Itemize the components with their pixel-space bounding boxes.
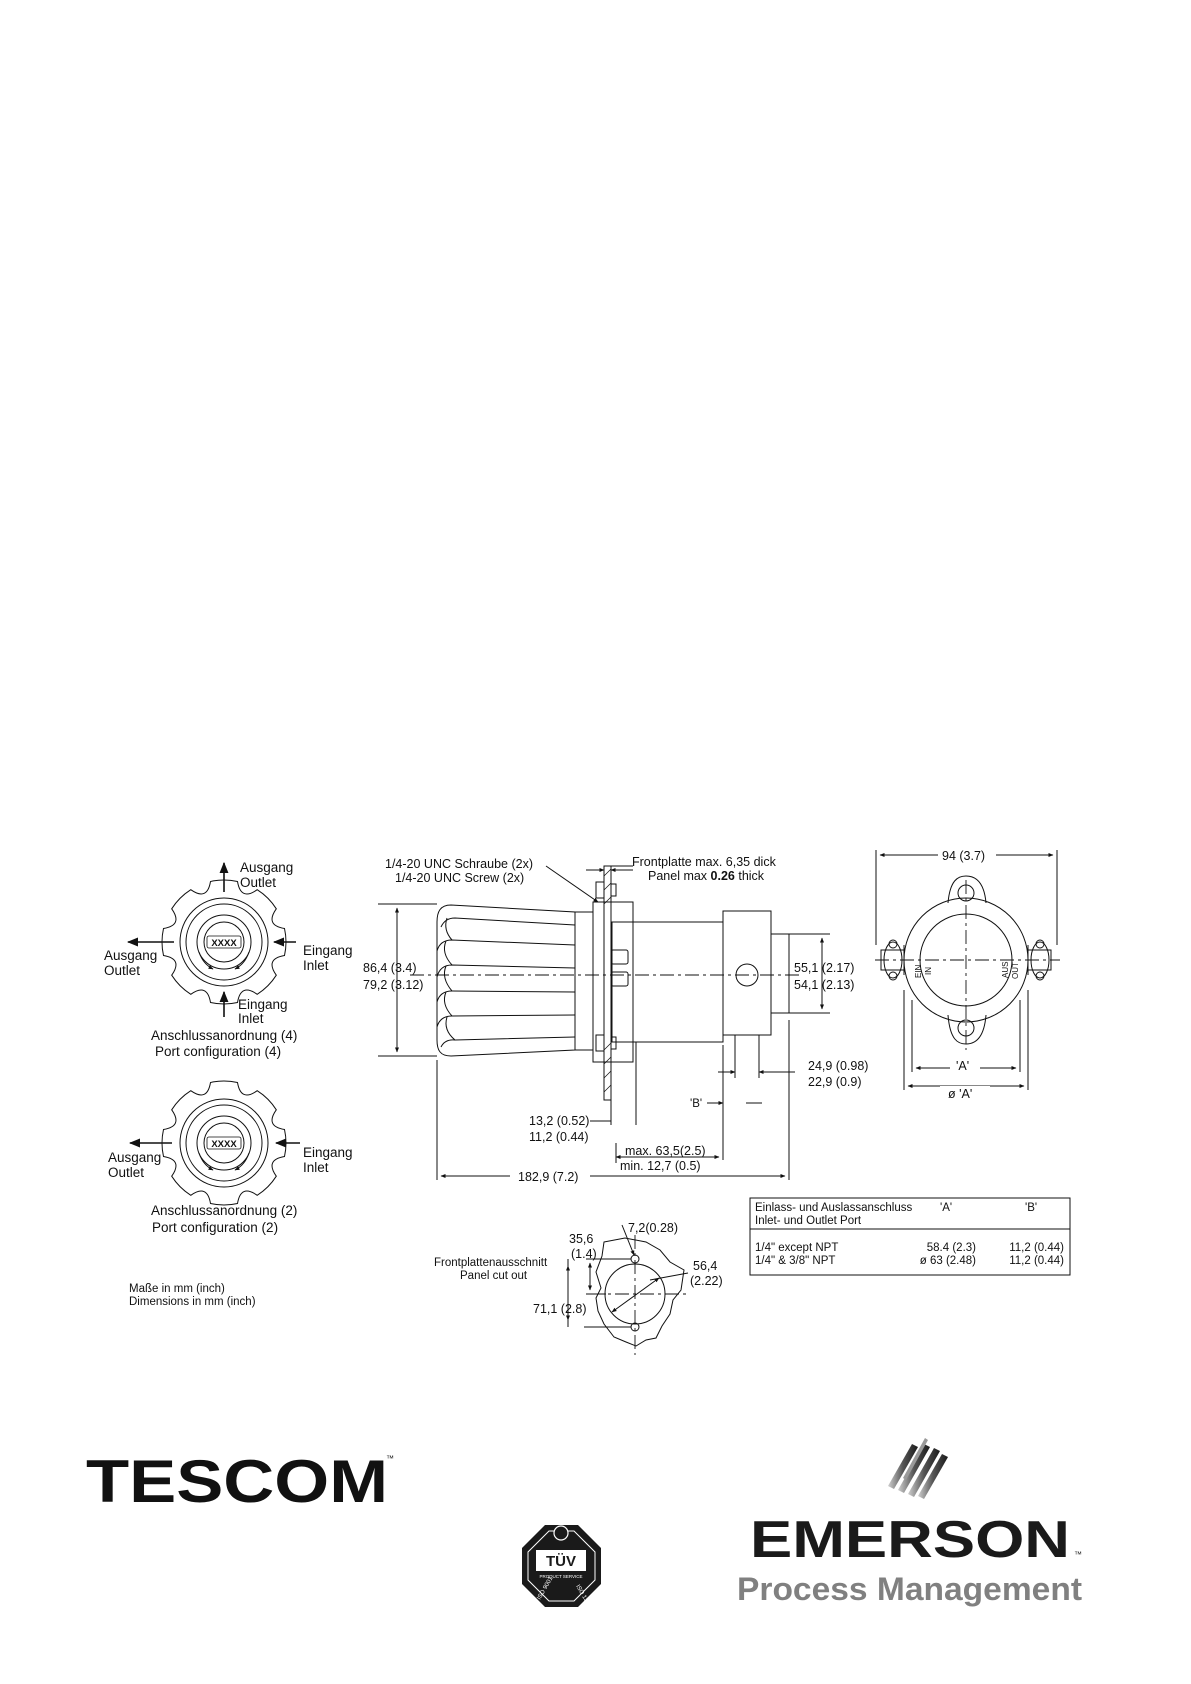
emerson-wordmark: EMERSON — [750, 1511, 1070, 1569]
caption-4-en: Port configuration (4) — [155, 1044, 281, 1059]
tuv-mark: TÜV — [546, 1553, 576, 1570]
label2-right-en: Inlet — [303, 1160, 329, 1175]
dim-height-outer: 86,4 (3.4) — [363, 961, 417, 975]
dim-hole: 7,2(0.28) — [628, 1221, 678, 1235]
table-row2-port: 1/4" & 3/8" NPT — [755, 1255, 835, 1267]
port-in-de: EIN — [914, 964, 923, 978]
label-screw-de: 1/4-20 UNC Schraube (2x) — [385, 857, 533, 871]
gear-knob-4 — [161, 879, 287, 1005]
dim-cutout-height: 71,1 (2.8) — [533, 1302, 587, 1316]
tescom-tm: ™ — [386, 1454, 394, 1463]
label-bottom-en: Inlet — [238, 1011, 264, 1026]
cutout-title-en: Panel cut out — [460, 1270, 528, 1282]
emerson-stripes-icon — [888, 1438, 948, 1499]
dim-offset-inch: (1.4) — [571, 1247, 597, 1261]
dim-port-outer: 24,9 (0.98) — [808, 1059, 868, 1073]
port-config-4: XXXX Ausgang Outlet Ausgang Outlet Einga… — [104, 860, 353, 1059]
dim-depth-min: min. 12,7 (0.5) — [620, 1159, 701, 1173]
table-row1-a: 58.4 (2.3) — [927, 1242, 976, 1254]
table-col-a: 'A' — [940, 1202, 952, 1214]
port-in-en: IN — [924, 967, 933, 975]
caption-4-de: Anschlussanordnung (4) — [151, 1028, 297, 1043]
label-panel-de: Frontplatte max. 6,35 dick — [632, 855, 777, 869]
dim-offset: 35,6 — [569, 1232, 593, 1246]
dim-body-outer: 55,1 (2.17) — [794, 961, 854, 975]
units-note-en: Dimensions in mm (inch) — [129, 1296, 256, 1308]
label2-right-de: Eingang — [303, 1145, 353, 1160]
tescom-logo: TESCOM ™ — [86, 1448, 394, 1515]
table-row1-port: 1/4" except NPT — [755, 1242, 838, 1254]
panel-cutout: 35,6 (1.4) 7,2(0.28) 56,4 (2.22) 71,1 (2… — [434, 1221, 723, 1355]
label-top-en: Outlet — [240, 875, 276, 890]
label-panel-en: Panel max 0.26 thick — [648, 869, 765, 883]
dim-bore: 56,4 — [693, 1259, 717, 1273]
dim-depth-max: max. 63,5(2.5) — [625, 1144, 706, 1158]
process-management-text: Process Management — [737, 1571, 1082, 1607]
dim-bore-inch: (2.22) — [690, 1274, 723, 1288]
emerson-logo: EMERSON ™ Process Management — [737, 1438, 1082, 1607]
dim-body-inner: 54,1 (2.13) — [794, 978, 854, 992]
port-out-de: AUS — [1001, 962, 1010, 978]
label-bottom-de: Eingang — [238, 997, 288, 1012]
side-view: 86,4 (3.4) 79,2 (3.12) 55,1 (2.17) 54,1 … — [363, 855, 868, 1184]
tuv-badge: TÜV PRODUCT SERVICE ISO 9001 ISO 13485 — [522, 1525, 601, 1612]
gear-knob-2 — [161, 1080, 287, 1206]
dim-width: 94 (3.7) — [942, 849, 985, 863]
label-left-en: Outlet — [104, 963, 140, 978]
table-row2-a: ø 63 (2.48) — [920, 1255, 976, 1267]
emerson-tm: ™ — [1074, 1550, 1082, 1559]
table-header-de: Einlass- und Auslassanschluss — [755, 1202, 912, 1214]
badge-2: XXXX — [211, 1139, 237, 1150]
caption-2-en: Port configuration (2) — [152, 1220, 278, 1235]
end-view: EIN IN AUS OUT 94 (3.7) 'A' ø 'A' — [875, 849, 1060, 1101]
knob-outline — [436, 904, 576, 1057]
caption-2-de: Anschlussanordnung (2) — [151, 1203, 297, 1218]
table-row1-b: 11,2 (0.44) — [1009, 1242, 1064, 1254]
dim-b-label: 'B' — [690, 1098, 702, 1110]
table-row2-b: 11,2 (0.44) — [1009, 1255, 1064, 1267]
label-right-en: Inlet — [303, 958, 329, 973]
table-col-b: 'B' — [1025, 1202, 1037, 1214]
dim-panel-max: 13,2 (0.52) — [529, 1114, 589, 1128]
tescom-wordmark: TESCOM — [86, 1448, 388, 1515]
dim-dia-a: ø 'A' — [948, 1087, 972, 1101]
label-screw-en: 1/4-20 UNC Screw (2x) — [395, 871, 524, 885]
label-top-de: Ausgang — [240, 860, 293, 875]
label-left-de: Ausgang — [104, 948, 157, 963]
dim-a: 'A' — [956, 1059, 969, 1073]
dim-port-inner: 22,9 (0.9) — [808, 1075, 862, 1089]
port-out-en: OUT — [1011, 962, 1020, 979]
port-table: Einlass- und Auslassanschluss Inlet- und… — [749, 1197, 1071, 1276]
cutout-title-de: Frontplattenausschnitt — [434, 1257, 548, 1269]
dim-height-inner: 79,2 (3.12) — [363, 978, 423, 992]
badge-4: XXXX — [211, 938, 237, 949]
table-header-en: Inlet- und Outlet Port — [755, 1215, 862, 1227]
label2-left-de: Ausgang — [108, 1150, 161, 1165]
label-right-de: Eingang — [303, 943, 353, 958]
label2-left-en: Outlet — [108, 1165, 144, 1180]
knob-flutes — [436, 917, 576, 1048]
port-config-2: XXXX Ausgang Outlet Eingang Inlet Anschl… — [108, 1080, 353, 1235]
panel-hatch — [603, 868, 612, 1093]
dim-panel-min: 11,2 (0.44) — [529, 1130, 589, 1144]
dim-overall-length: 182,9 (7.2) — [518, 1170, 578, 1184]
units-note-de: Maße in mm (inch) — [129, 1283, 225, 1295]
tuv-sub: PRODUCT SERVICE — [539, 1574, 582, 1579]
